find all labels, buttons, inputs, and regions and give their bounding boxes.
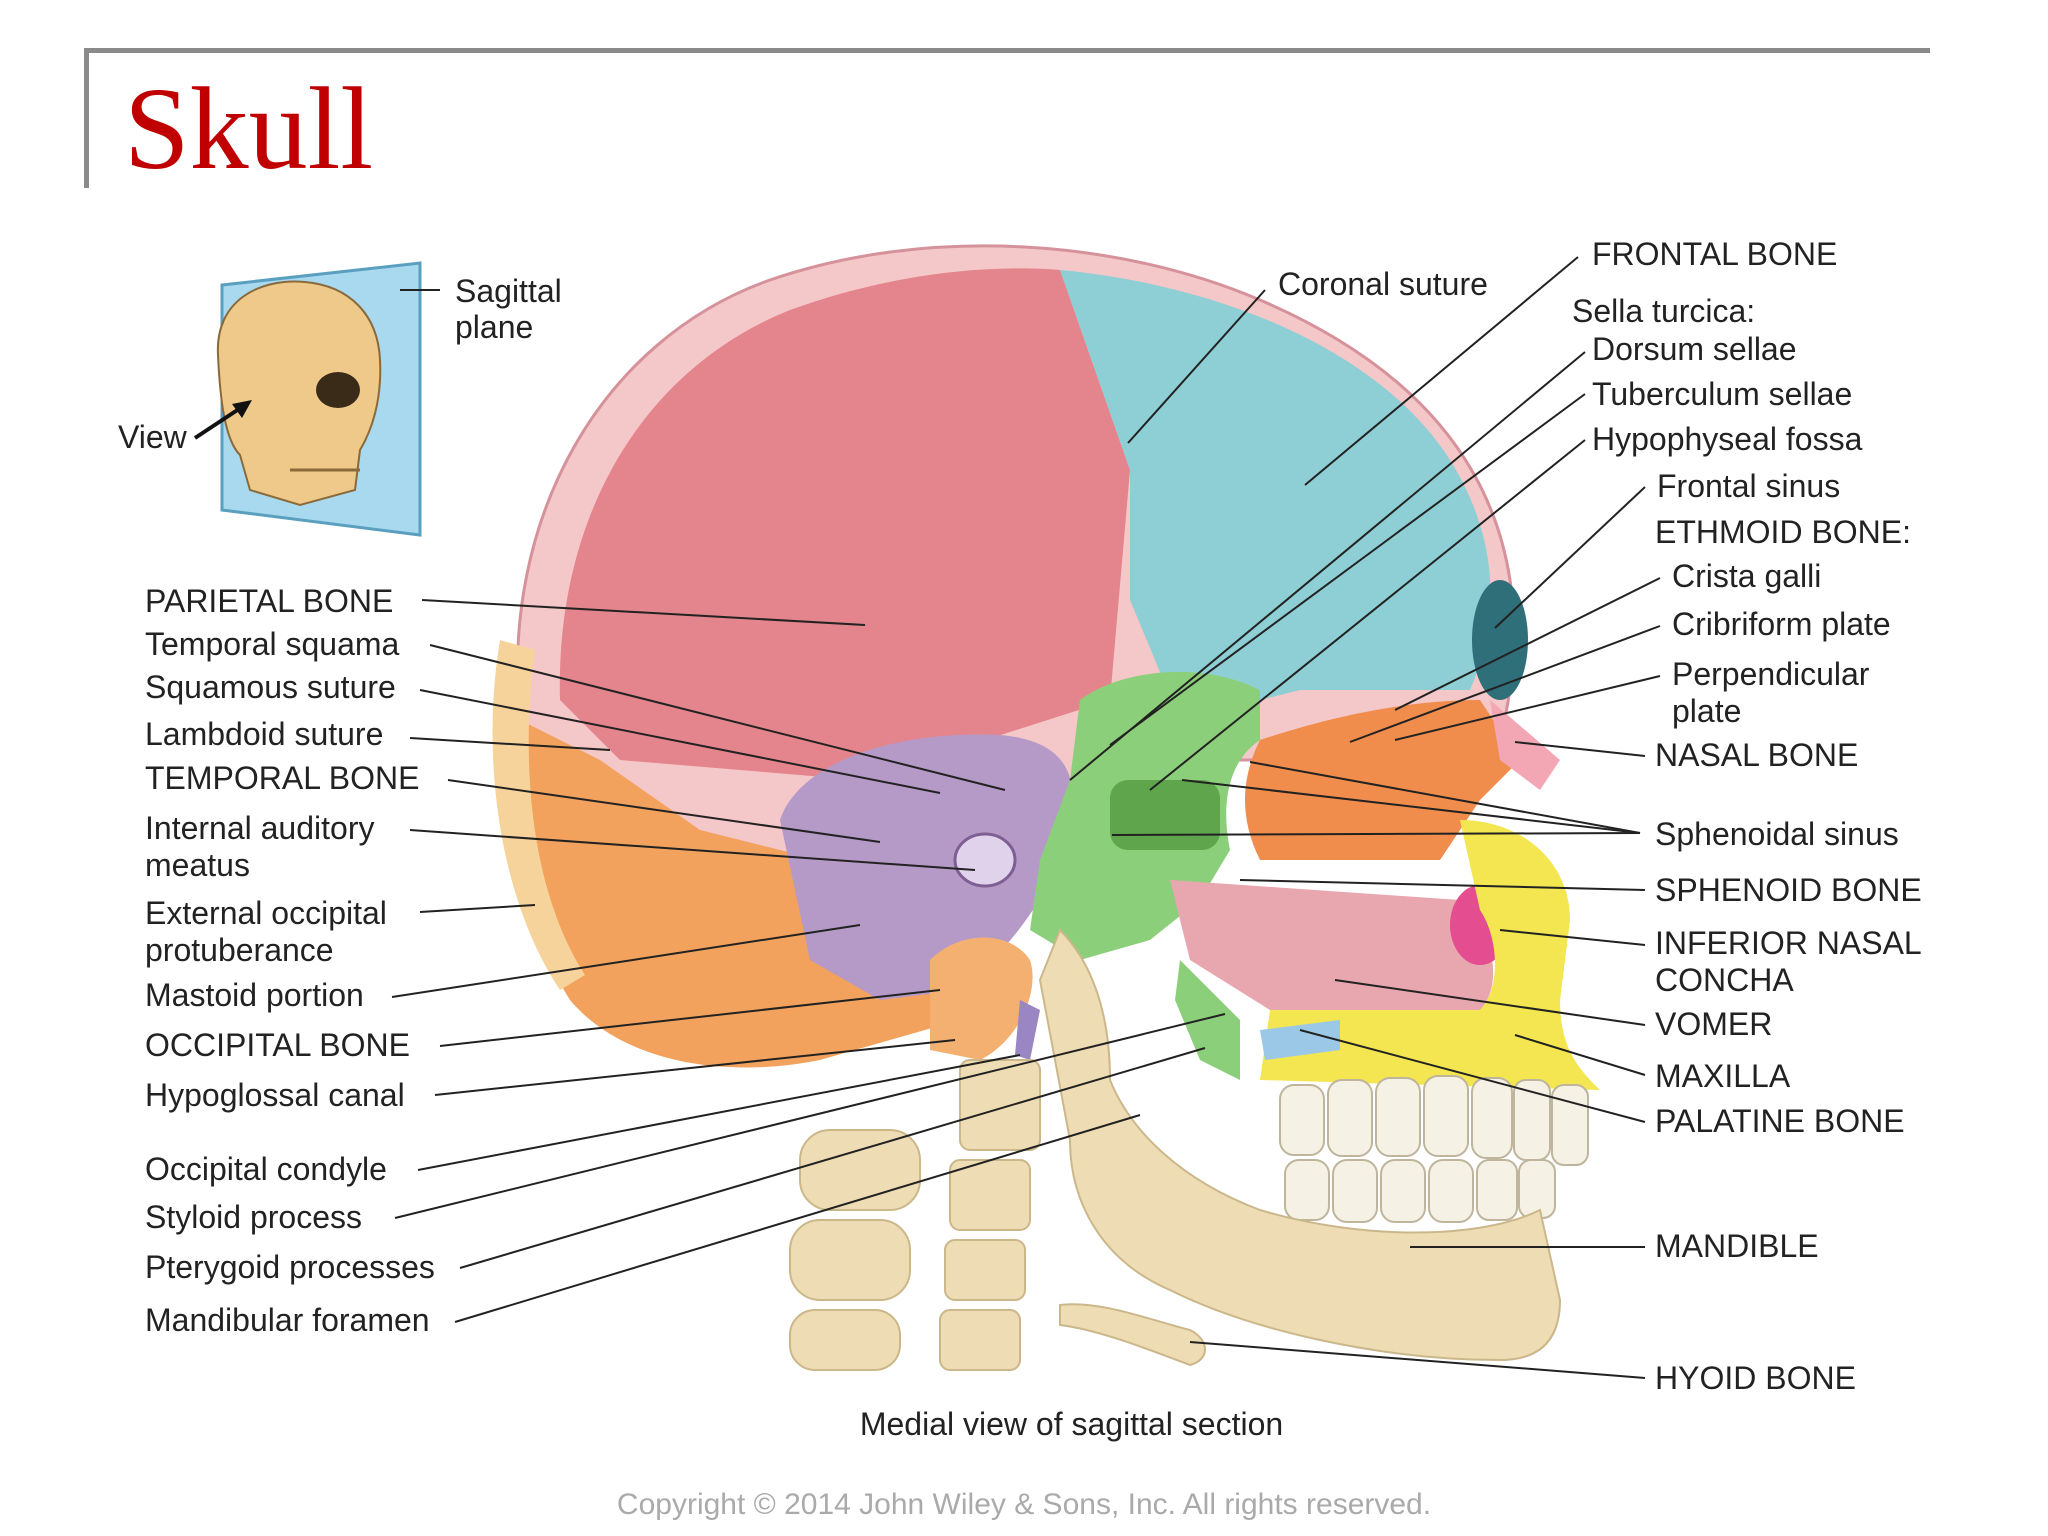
label-nasal-bone: NASAL BONE: [1655, 737, 1858, 773]
label-cribriform-plate: Cribriform plate: [1672, 606, 1891, 642]
label-meatus: meatus: [145, 847, 250, 883]
plane-label: plane: [455, 309, 533, 345]
figure-caption: Medial view of sagittal section: [859, 1406, 1284, 1442]
slide-title: Skull: [124, 63, 374, 194]
cervical-vertebrae: [789, 1059, 1041, 1371]
ethmoid-bone: [1245, 700, 1520, 860]
label-palatine-bone: PALATINE BONE: [1655, 1103, 1905, 1139]
frontal-sinus: [1472, 580, 1528, 700]
label-pterygoid-processes: Pterygoid processes: [145, 1249, 435, 1285]
occipital-diploe: [492, 640, 585, 990]
copyright-notice: Copyright © 2014 John Wiley & Sons, Inc.…: [616, 1488, 1432, 1521]
label-hyoid-bone: HYOID BONE: [1655, 1360, 1856, 1396]
label-sphenoid-bone: SPHENOID BONE: [1655, 872, 1922, 908]
label-frontal-sinus: Frontal sinus: [1657, 468, 1840, 504]
palatine-bone: [1260, 1020, 1340, 1060]
label-protuberance: protuberance: [145, 932, 334, 968]
slide-frame-top: [84, 48, 1930, 53]
label-mandibular-foramen: Mandibular foramen: [145, 1302, 430, 1338]
leader-lines: [391, 256, 1661, 1379]
labels-right: Coronal suture FRONTAL BONE Sella turcic…: [1278, 236, 1922, 1396]
label-maxilla: MAXILLA: [1655, 1058, 1791, 1094]
skull-section: [492, 244, 1600, 1371]
inset-figure: Sagittal plane View: [118, 261, 562, 537]
label-temporal-squama: Temporal squama: [145, 626, 400, 662]
inset-orbit: [316, 372, 360, 408]
styloid-process: [1015, 1000, 1040, 1060]
inset-skull: [216, 280, 382, 507]
label-ethmoid-bone: ETHMOID BONE:: [1655, 514, 1911, 550]
labels-left: PARIETAL BONE Temporal squama Squamous s…: [145, 583, 435, 1338]
hyoid-bone: [1059, 1303, 1206, 1367]
parietal-bone: [559, 268, 1130, 780]
pterygoid-processes: [1175, 960, 1240, 1080]
view-label: View: [118, 419, 188, 455]
label-crista-galli: Crista galli: [1672, 558, 1821, 594]
label-parietal-bone: PARIETAL BONE: [145, 583, 393, 619]
label-hypoglossal-canal: Hypoglossal canal: [145, 1077, 405, 1113]
view-arrowhead: [232, 400, 252, 418]
label-squamous-suture: Squamous suture: [145, 669, 396, 705]
label-inferior-nasal: INFERIOR NASAL: [1655, 925, 1922, 961]
internal-auditory-meatus: [953, 832, 1017, 888]
sphenoidal-sinus: [1110, 780, 1220, 850]
label-frontal-bone: FRONTAL BONE: [1592, 236, 1837, 272]
frontal-bone: [1060, 270, 1491, 720]
label-dorsum-sellae: Dorsum sellae: [1592, 331, 1797, 367]
label-external-occipital: External occipital: [145, 895, 387, 931]
label-concha: CONCHA: [1655, 962, 1794, 998]
label-occipital-condyle: Occipital condyle: [145, 1151, 387, 1187]
label-vomer: VOMER: [1655, 1006, 1772, 1042]
sagittal-label: Sagittal: [455, 273, 562, 309]
label-styloid-process: Styloid process: [145, 1199, 362, 1235]
slide-frame-left: [84, 48, 89, 188]
label-internal-auditory: Internal auditory: [145, 810, 374, 846]
mastoid-portion: [930, 937, 1033, 1060]
label-occipital-bone: OCCIPITAL BONE: [145, 1027, 410, 1063]
label-tuberculum-sellae: Tuberculum sellae: [1592, 376, 1852, 412]
label-mastoid-portion: Mastoid portion: [145, 977, 364, 1013]
label-sphenoidal-sinus: Sphenoidal sinus: [1655, 816, 1899, 852]
label-sella-turcica: Sella turcica:: [1572, 293, 1755, 329]
label-perpendicular: Perpendicular: [1672, 656, 1870, 692]
label-plate: plate: [1672, 693, 1741, 729]
label-mandible: MANDIBLE: [1655, 1228, 1819, 1264]
label-temporal-bone: TEMPORAL BONE: [145, 760, 419, 796]
vomer: [1170, 880, 1494, 1010]
label-hypophyseal-fossa: Hypophyseal fossa: [1592, 421, 1863, 457]
label-coronal-suture: Coronal suture: [1278, 266, 1488, 302]
mandible: [1038, 928, 1562, 1362]
label-lambdoid-suture: Lambdoid suture: [145, 716, 383, 752]
teeth: [1279, 1075, 1589, 1223]
nasal-bone: [1490, 700, 1560, 790]
